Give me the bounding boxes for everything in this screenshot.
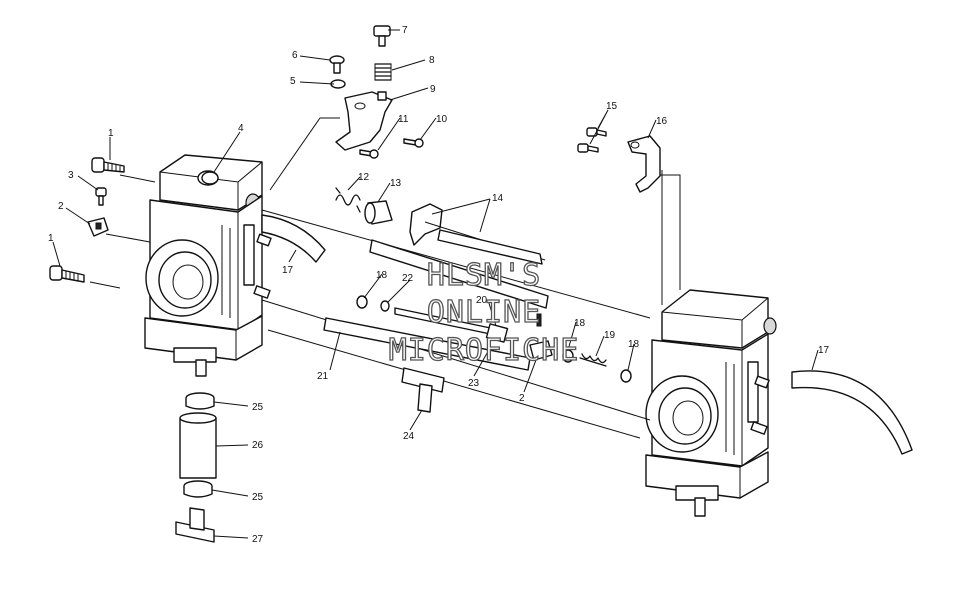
callout-leaders <box>52 29 819 539</box>
callout-26: 26 <box>252 440 264 451</box>
needle-4 <box>201 171 219 185</box>
watermark-line-1: HLSM'S <box>427 258 541 293</box>
callout-15: 15 <box>606 101 618 112</box>
callout-16: 16 <box>656 116 668 127</box>
callout-1-lower: 1 <box>48 233 54 244</box>
callout-21: 21 <box>317 371 329 382</box>
clip-2-left <box>87 217 109 237</box>
callout-18-c: 18 <box>628 339 640 350</box>
callout-25-lower: 25 <box>252 492 264 503</box>
callout-18-a: 18 <box>376 270 388 281</box>
screw-1-lower <box>49 265 85 283</box>
callout-9: 9 <box>430 84 436 95</box>
spring-12 <box>335 187 361 213</box>
callout-12: 12 <box>358 172 370 183</box>
hose-17-right <box>791 370 913 455</box>
callout-8: 8 <box>429 55 435 66</box>
right-carburetor <box>645 289 777 517</box>
callout-11: 11 <box>398 114 409 125</box>
clamp-25-lower <box>183 480 213 498</box>
callout-17-left: 17 <box>282 265 294 276</box>
callout-13: 13 <box>390 178 402 189</box>
callout-27: 27 <box>252 534 264 545</box>
screw-3 <box>95 187 107 206</box>
callout-22: 22 <box>402 273 414 284</box>
callout-18-b: 18 <box>574 318 586 329</box>
callout-17-right: 17 <box>818 345 830 356</box>
callout-20: 20 <box>476 295 488 306</box>
watermark-line-2: ONLINE <box>427 295 541 330</box>
bracket-assembly <box>329 25 424 159</box>
callout-1-upper: 1 <box>108 128 114 139</box>
callout-6: 6 <box>292 50 298 61</box>
callout-2-center: 2 <box>519 393 525 404</box>
callout-4: 4 <box>238 123 244 134</box>
callout-10: 10 <box>436 114 448 125</box>
left-carburetor <box>144 154 272 377</box>
callout-24: 24 <box>403 431 415 442</box>
watermark: HLSM'S ONLINE MICROFICHE <box>388 257 580 368</box>
hose-26 <box>179 412 217 479</box>
throttle-shaft-parts <box>356 295 632 383</box>
assembly-lines <box>89 117 681 439</box>
callout-23: 23 <box>468 378 480 389</box>
bracket-16 <box>627 135 661 193</box>
watermark-line-3: MICROFICHE <box>389 333 580 368</box>
cam-14 <box>409 203 546 265</box>
callout-5: 5 <box>290 76 296 87</box>
callout-14: 14 <box>492 193 504 204</box>
tee-24 <box>401 367 445 413</box>
callout-19: 19 <box>604 330 616 341</box>
screws-15 <box>577 127 607 153</box>
clamp-25-upper <box>185 392 215 410</box>
callout-25-upper: 25 <box>252 402 264 413</box>
tee-27 <box>175 507 215 543</box>
screw-1-upper <box>91 157 125 173</box>
callout-2-left: 2 <box>58 201 64 212</box>
fuel-line-21 <box>323 239 549 371</box>
callout-7: 7 <box>402 25 408 36</box>
sleeve-13 <box>364 200 393 225</box>
callout-3: 3 <box>68 170 74 181</box>
hose-17-left <box>261 214 326 263</box>
callout-labels: 1 1 2 2 3 4 5 6 7 8 9 10 11 12 13 14 15 … <box>48 25 830 545</box>
